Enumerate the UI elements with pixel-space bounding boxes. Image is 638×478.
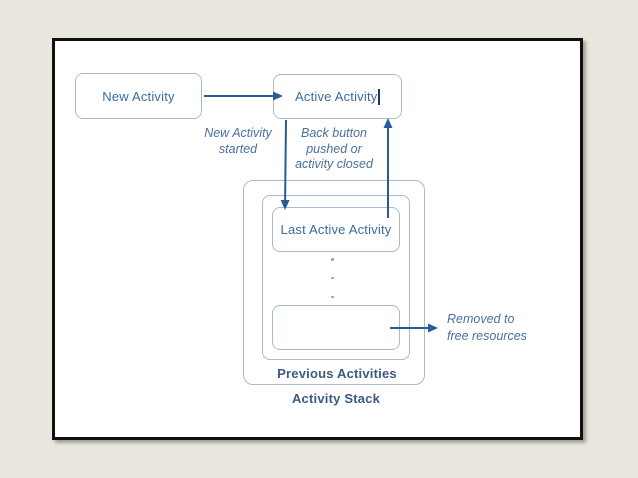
vertical-ellipsis-icon bbox=[331, 258, 334, 298]
previous-activities-container bbox=[262, 195, 410, 360]
activity-stack-container bbox=[243, 180, 425, 385]
new-activity-started-label: New Activity started bbox=[204, 126, 272, 156]
back-button-label: Back button pushed or activity closed bbox=[295, 126, 373, 171]
removed-to-free-resources-label: Removed to free resources bbox=[447, 312, 527, 343]
last-active-activity-box: Last Active Activity bbox=[272, 207, 400, 252]
new-activity-box: New Activity bbox=[75, 73, 202, 119]
previous-activities-label: Previous Activities bbox=[277, 366, 397, 381]
active-activity-box: Active Activity bbox=[273, 74, 402, 119]
new-activity-label: New Activity bbox=[102, 88, 175, 104]
text-cursor-icon bbox=[378, 88, 380, 105]
active-activity-label: Active Activity bbox=[295, 89, 378, 104]
last-active-activity-label: Last Active Activity bbox=[280, 222, 392, 237]
removed-activity-box bbox=[272, 305, 400, 350]
activity-stack-label: Activity Stack bbox=[291, 391, 381, 406]
